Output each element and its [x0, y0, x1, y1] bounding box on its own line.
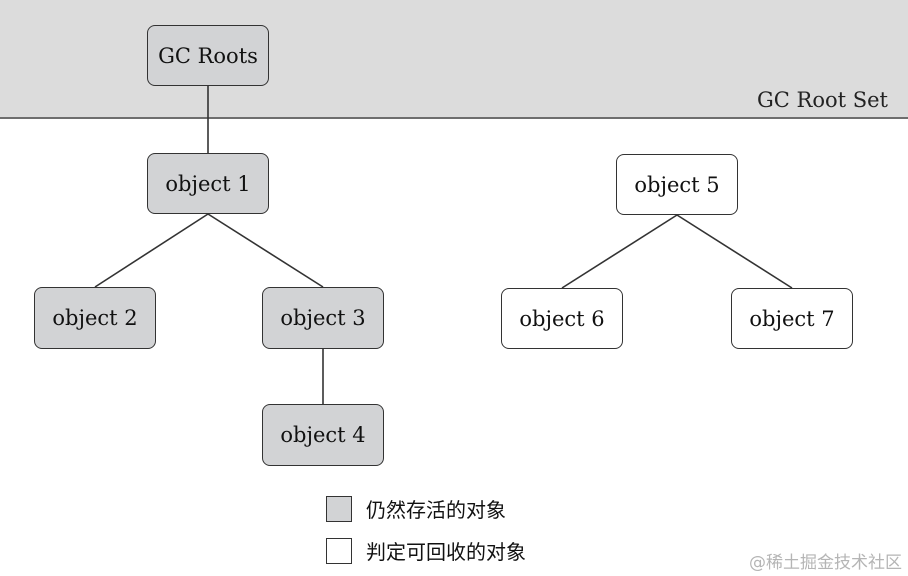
- legend-live-label: 仍然存活的对象: [366, 498, 506, 522]
- node-object-2: object 2: [34, 287, 156, 349]
- gc-root-set-label: GC Root Set: [757, 88, 888, 112]
- edge-object5-object6: [561, 214, 678, 289]
- legend-live: 仍然存活的对象: [326, 494, 506, 523]
- legend-live-swatch: [326, 495, 352, 522]
- edge-object1-object3: [207, 213, 324, 288]
- node-object-1: object 1: [147, 153, 269, 214]
- node-object-3: object 3: [262, 287, 384, 349]
- edge-object1-object2: [94, 213, 209, 288]
- legend-collectable-label: 判定可回收的对象: [366, 540, 526, 564]
- node-gc-roots: GC Roots: [147, 25, 269, 86]
- node-object-4: object 4: [262, 404, 384, 466]
- legend-collectable-swatch: [326, 537, 352, 564]
- node-object-7: object 7: [731, 288, 853, 349]
- legend-collectable: 判定可回收的对象: [326, 536, 526, 565]
- node-object-5: object 5: [616, 154, 738, 215]
- watermark: @稀土掘金技术社区: [749, 553, 902, 573]
- node-object-6: object 6: [501, 288, 623, 349]
- edge-object5-object7: [676, 214, 793, 289]
